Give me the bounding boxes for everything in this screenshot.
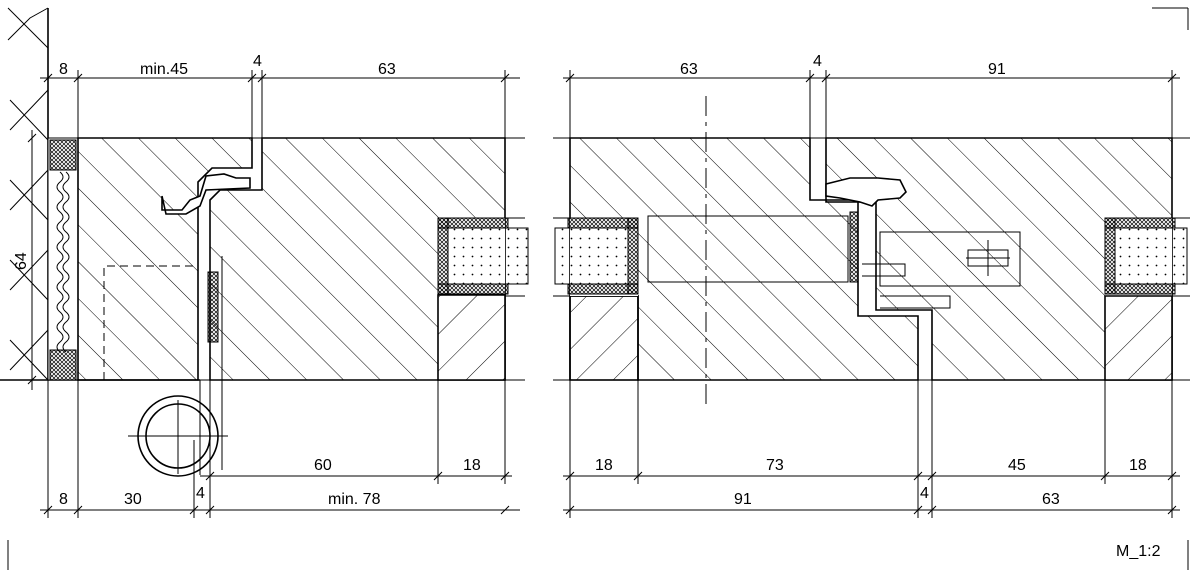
dim-left-bot-30: 30 — [124, 491, 142, 508]
wall-gasket — [47, 137, 79, 381]
left-bottom-dimensions: 60 18 8 30 4 min. 78 — [59, 457, 481, 508]
dim-right-73: 73 — [766, 457, 784, 474]
meeting-seal — [825, 177, 907, 207]
right-top-dimensions: 63 4 91 — [680, 53, 1006, 78]
dim-right-18b: 18 — [1129, 457, 1147, 474]
dim-left-bot-4: 4 — [196, 485, 205, 502]
dim-right-45: 45 — [1008, 457, 1026, 474]
dim-right-bot-63: 63 — [1042, 491, 1060, 508]
dim-right-18a: 18 — [595, 457, 613, 474]
dim-right-bot-4: 4 — [920, 485, 929, 502]
door-frame — [77, 137, 253, 381]
dim-left-top-min45: min.45 — [140, 61, 188, 78]
dim-left-side-64: 64 — [13, 252, 30, 270]
dim-left-top-4: 4 — [253, 53, 262, 70]
hinge-knuckle — [128, 380, 228, 477]
right-detail — [554, 96, 1188, 410]
dim-right-top-91: 91 — [988, 61, 1006, 78]
dim-left-top-8: 8 — [59, 61, 68, 78]
dim-left-top-63: 63 — [378, 61, 396, 78]
right-bottom-dimensions: 18 73 45 18 91 4 63 — [595, 457, 1147, 508]
sheet-frame-marks — [7, 7, 1189, 570]
door-seal — [161, 173, 251, 215]
intumescent-strip-right — [849, 211, 859, 283]
left-detail — [0, 7, 529, 477]
glass-pane — [437, 217, 529, 295]
glass-pane-right — [1104, 217, 1188, 295]
dim-left-bot-min78: min. 78 — [328, 491, 381, 508]
glass-pane-left — [554, 217, 639, 295]
dim-left-18: 18 — [463, 457, 481, 474]
left-top-dimensions: 8 min.45 4 63 — [59, 53, 396, 78]
dim-right-top-63: 63 — [680, 61, 698, 78]
dim-left-bot-8: 8 — [59, 491, 68, 508]
dim-left-60: 60 — [314, 457, 332, 474]
scale-label: M_1:2 — [1116, 543, 1161, 560]
dim-right-top-4: 4 — [813, 53, 822, 70]
dimension-lines — [27, 70, 1180, 518]
intumescent-strip — [207, 271, 219, 343]
dim-right-bot-91: 91 — [734, 491, 752, 508]
reference-lines — [78, 137, 1190, 381]
